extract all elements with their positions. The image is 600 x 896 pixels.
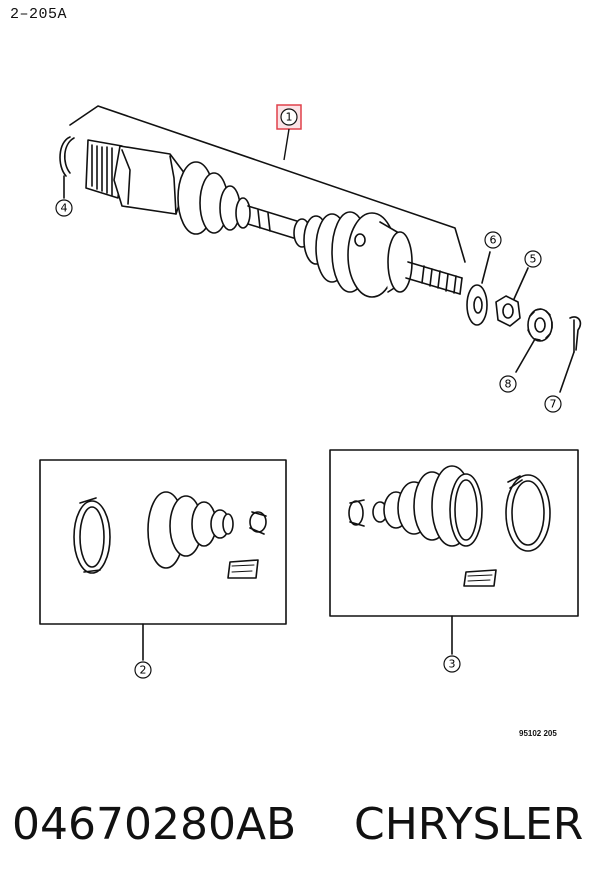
callout-1-number: 1 — [286, 111, 293, 124]
drive-shaft-assembly — [69, 105, 466, 298]
retaining-ring-part — [59, 136, 75, 199]
callout-4: 4 — [55, 199, 73, 217]
page-reference: 2–205A — [10, 6, 68, 23]
callout-6: 6 — [484, 231, 502, 249]
callout-1: 1 — [276, 104, 302, 161]
hex-nut-part — [495, 267, 529, 327]
callout-2-number: 2 — [140, 664, 147, 677]
assembly-bracket-line — [69, 105, 466, 263]
callout-3-number: 3 — [449, 658, 456, 671]
callout-7: 7 — [544, 395, 562, 413]
nut-lock-part — [515, 308, 553, 373]
part-number: 04670280AB — [12, 799, 297, 850]
callout-2: 2 — [134, 661, 152, 679]
callout-4-number: 4 — [61, 202, 68, 215]
outer-boot-kit-box — [329, 449, 579, 655]
figure-code: 95102 205 — [519, 729, 557, 738]
callout-7-number: 7 — [550, 398, 557, 411]
callout-3: 3 — [443, 655, 461, 673]
callout-8-number: 8 — [505, 378, 512, 391]
part-footer: 04670280AB CHRYSLER — [12, 790, 592, 860]
callout-5: 5 — [524, 250, 542, 268]
callout-6-number: 6 — [490, 234, 497, 247]
cotter-pin-part — [559, 316, 582, 393]
callout-5-number: 5 — [530, 253, 537, 266]
brand-name: CHRYSLER — [354, 799, 584, 850]
exploded-parts-diagram: 1 2 3 4 5 6 7 8 — [39, 104, 582, 679]
inner-boot-kit-box — [39, 459, 287, 661]
washer-part — [466, 251, 491, 326]
callout-8: 8 — [499, 375, 517, 393]
